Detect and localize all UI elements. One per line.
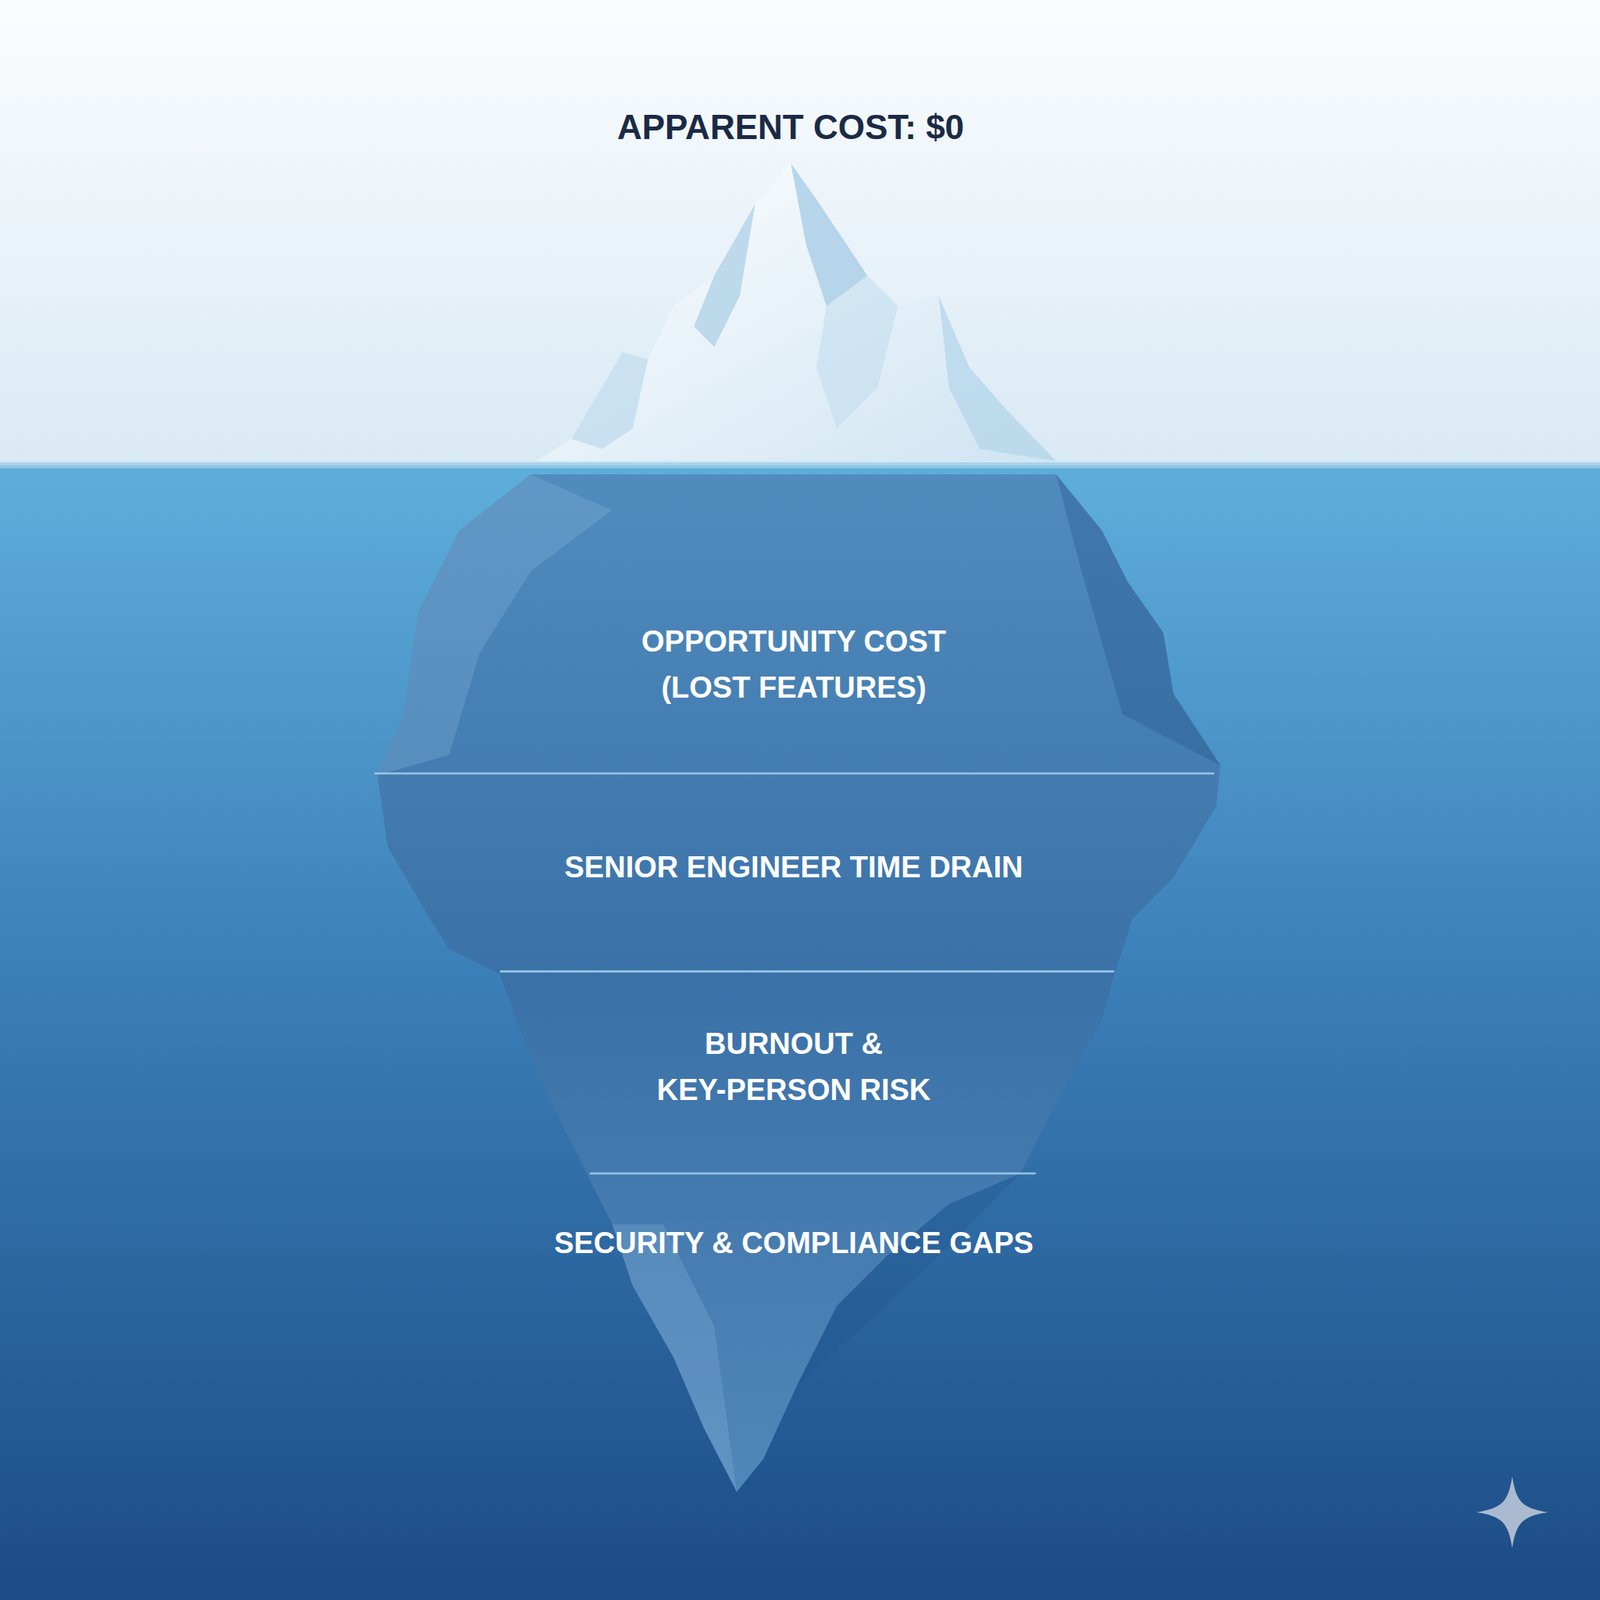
band-label: OPPORTUNITY COST (LOST FEATURES) (626, 618, 961, 711)
iceberg-tip (535, 163, 1057, 461)
peak-shadow (939, 296, 1057, 462)
underwater-iceberg (374, 474, 1221, 1492)
cost-band: OPPORTUNITY COST (LOST FEATURES) (621, 615, 966, 715)
peak-shadow (693, 203, 755, 347)
band-divider (374, 772, 1215, 775)
iceberg-facet (1056, 474, 1221, 765)
sea (0, 465, 1600, 1600)
band-label: BURNOUT & KEY-PERSON RISK (650, 1021, 938, 1114)
iceberg-facet (377, 474, 612, 775)
band-divider (500, 970, 1115, 973)
water-surface (0, 462, 1600, 469)
sparkle-watermark (1476, 1476, 1548, 1548)
peak-shadow (571, 352, 648, 450)
band-label: SECURITY & COMPLIANCE GAPS (446, 1220, 1141, 1267)
peak-shadow (816, 275, 898, 429)
title: APPARENT COST: $0 (617, 107, 965, 149)
sky (0, 0, 1600, 470)
cost-band: BURNOUT & KEY-PERSON RISK (645, 1017, 943, 1117)
band-label: SENIOR ENGINEER TIME DRAIN (446, 844, 1141, 891)
cost-band: SECURITY & COMPLIANCE GAPS (442, 1217, 1146, 1270)
iceberg-body (377, 474, 1221, 1492)
iceberg-facet (612, 1224, 737, 1492)
cost-band: SENIOR ENGINEER TIME DRAIN (442, 841, 1146, 894)
iceberg-peak (535, 163, 1057, 461)
iceberg-facet (796, 1173, 1021, 1388)
band-divider (589, 1172, 1036, 1175)
